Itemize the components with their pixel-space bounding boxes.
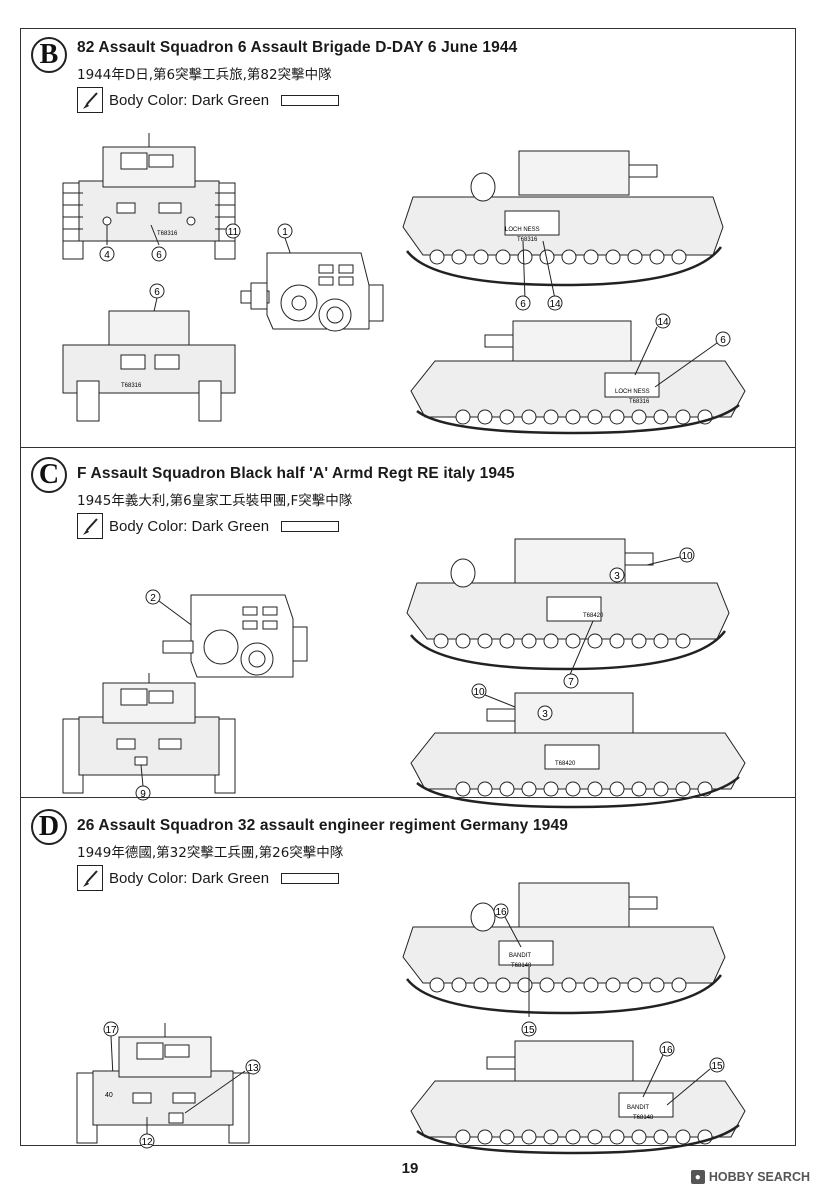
tank-side-view: LOCH NESS T68316 14 6	[410, 313, 746, 435]
callout-number: 17	[105, 1025, 117, 1036]
callout-number: 13	[247, 1063, 259, 1074]
section-divider	[21, 447, 795, 448]
paint-brush-icon	[77, 87, 103, 113]
callout-number: 3	[542, 709, 548, 720]
tank-rear-view: 17 40 13 12	[76, 1021, 261, 1149]
page-number: 19	[401, 1160, 419, 1177]
section-title: 82 Assault Squadron 6 Assault Brigade D-…	[77, 39, 518, 56]
callout-number: 6	[720, 335, 726, 346]
callout-number: 9	[140, 789, 146, 800]
callout-number: 16	[661, 1045, 673, 1056]
section-c: C F Assault Squadron Black half 'A' Armd…	[21, 447, 795, 809]
section-subtitle: 1945年義大利,第6皇家工兵裝甲團,F突擊中隊	[77, 493, 353, 509]
callout-number: 11	[228, 227, 239, 238]
color-swatch	[281, 94, 340, 106]
vehicle-number-marking: T68316	[517, 237, 538, 243]
callout-number: 6	[156, 250, 162, 261]
callout-group: 15	[521, 1021, 537, 1037]
body-color-row: Body Color: Dark Green	[77, 865, 340, 891]
callout-number: 14	[549, 299, 561, 310]
color-swatch	[281, 872, 340, 884]
body-color-label: Body Color: Dark Green	[109, 517, 270, 535]
vehicle-number-marking: T68420	[583, 613, 604, 619]
section-b: B 82 Assault Squadron 6 Assault Brigade …	[21, 29, 795, 447]
vehicle-number-marking: T68420	[555, 761, 576, 767]
tank-rear-view: 9	[62, 673, 236, 801]
vehicle-number-marking: 40	[105, 1092, 113, 1099]
callout-number: 7	[568, 677, 574, 688]
callout-number: 15	[711, 1061, 723, 1072]
tank-front-view: 6 T68316	[62, 283, 236, 422]
watermark: ● HOBBY SEARCH	[690, 1170, 810, 1184]
callout-group: 7	[563, 673, 579, 689]
section-title: F Assault Squadron Black half 'A' Armd R…	[77, 465, 515, 482]
section-letter-badge: C	[31, 457, 67, 493]
callout-number: 12	[141, 1137, 153, 1148]
turret-top-view: 11 1	[225, 223, 384, 332]
section-title: 26 Assault Squadron 32 assault engineer …	[77, 817, 568, 834]
section-d: D 26 Assault Squadron 32 assault enginee…	[21, 797, 795, 1155]
tank-side-view: T68420 10 3	[406, 538, 730, 678]
turret-top-view: 2	[145, 589, 308, 678]
callout-number: 6	[520, 299, 526, 310]
section-subtitle: 1944年D日,第6突擊工兵旅,第82突擊中隊	[77, 67, 332, 83]
callout-group: 6 14	[515, 295, 563, 311]
callout-number: 14	[657, 317, 669, 328]
vehicle-number-marking: T68316	[157, 231, 178, 237]
section-divider	[21, 797, 795, 798]
callout-number: 15	[523, 1025, 535, 1036]
callout-number: 1	[282, 227, 288, 238]
callout-number: 6	[154, 287, 160, 298]
body-color-row: Body Color: Dark Green	[77, 87, 340, 113]
tank-rear-view: T68316 4 6	[62, 133, 236, 262]
vehicle-number-marking: T68316	[121, 383, 142, 389]
vehicle-number-marking: T68148	[511, 963, 532, 969]
body-color-label: Body Color: Dark Green	[109, 869, 270, 887]
watermark-text: HOBBY SEARCH	[708, 1170, 810, 1184]
vehicle-name-marking: LOCH NESS	[615, 389, 650, 395]
tank-side-view: BANDIT T68148 16 15	[410, 1040, 746, 1155]
body-color-label: Body Color: Dark Green	[109, 91, 270, 109]
watermark-logo-icon: ●	[690, 1170, 705, 1184]
color-swatch	[281, 520, 340, 532]
tank-side-view: BANDIT T68148 16	[402, 882, 726, 1017]
vehicle-number-marking: T68148	[633, 1115, 654, 1121]
callout-number: 10	[473, 687, 485, 698]
vehicle-name-marking: BANDIT	[509, 953, 531, 959]
vehicle-name-marking: LOCH NESS	[505, 227, 540, 233]
callout-number: 16	[495, 907, 507, 918]
vehicle-number-marking: T68316	[629, 399, 650, 405]
section-letter-badge: B	[31, 37, 67, 73]
callout-number: 10	[681, 551, 693, 562]
callout-number: 2	[150, 593, 156, 604]
paint-brush-icon	[77, 513, 103, 539]
callout-number: 3	[614, 571, 620, 582]
page-frame: B 82 Assault Squadron 6 Assault Brigade …	[20, 28, 796, 1155]
paint-brush-icon	[77, 865, 103, 891]
section-subtitle: 1949年德國,第32突擊工兵團,第26突擊中隊	[77, 845, 344, 861]
callout-number: 4	[104, 250, 110, 261]
section-letter-badge: D	[31, 809, 67, 845]
tank-side-view: T68420 10 3	[410, 683, 746, 809]
vehicle-name-marking: BANDIT	[627, 1105, 649, 1111]
body-color-row: Body Color: Dark Green	[77, 513, 340, 539]
tank-side-view: LOCH NESS T68316	[402, 150, 724, 300]
